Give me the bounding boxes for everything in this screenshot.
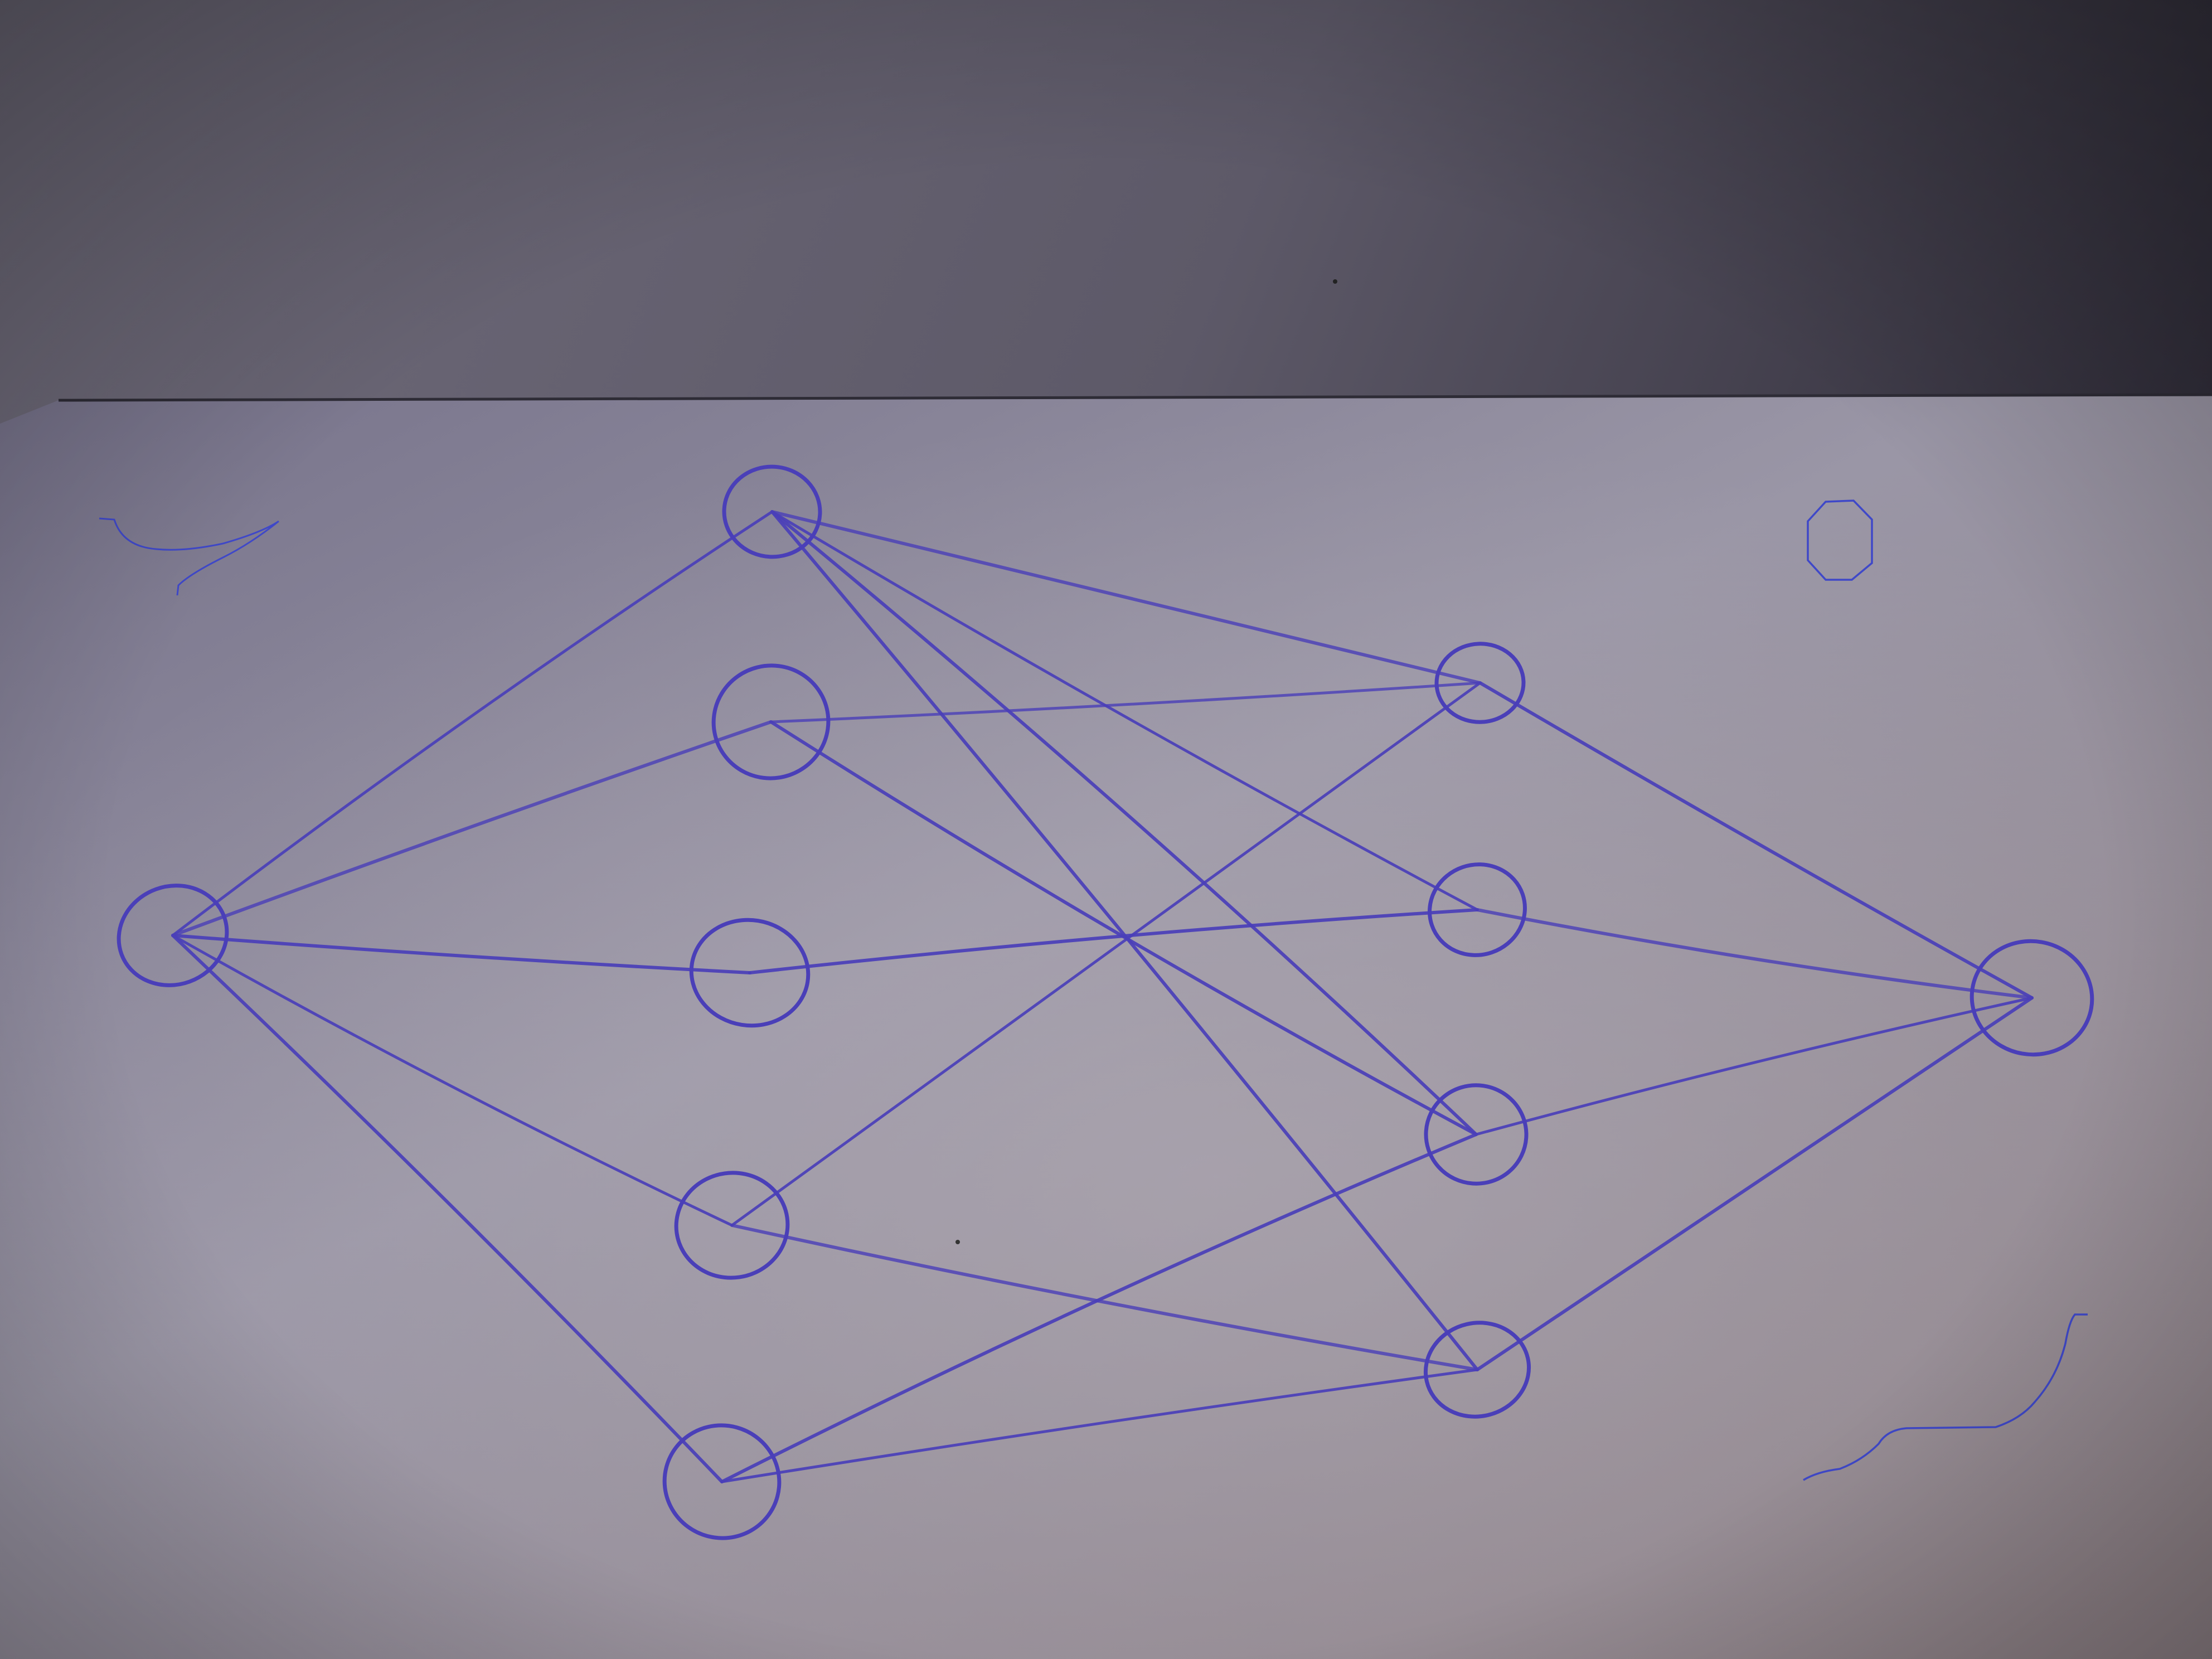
network-diagram-photo: [0, 0, 2212, 1659]
photo-scene: [0, 0, 2212, 1659]
lighting-vignette: [0, 0, 2212, 1659]
